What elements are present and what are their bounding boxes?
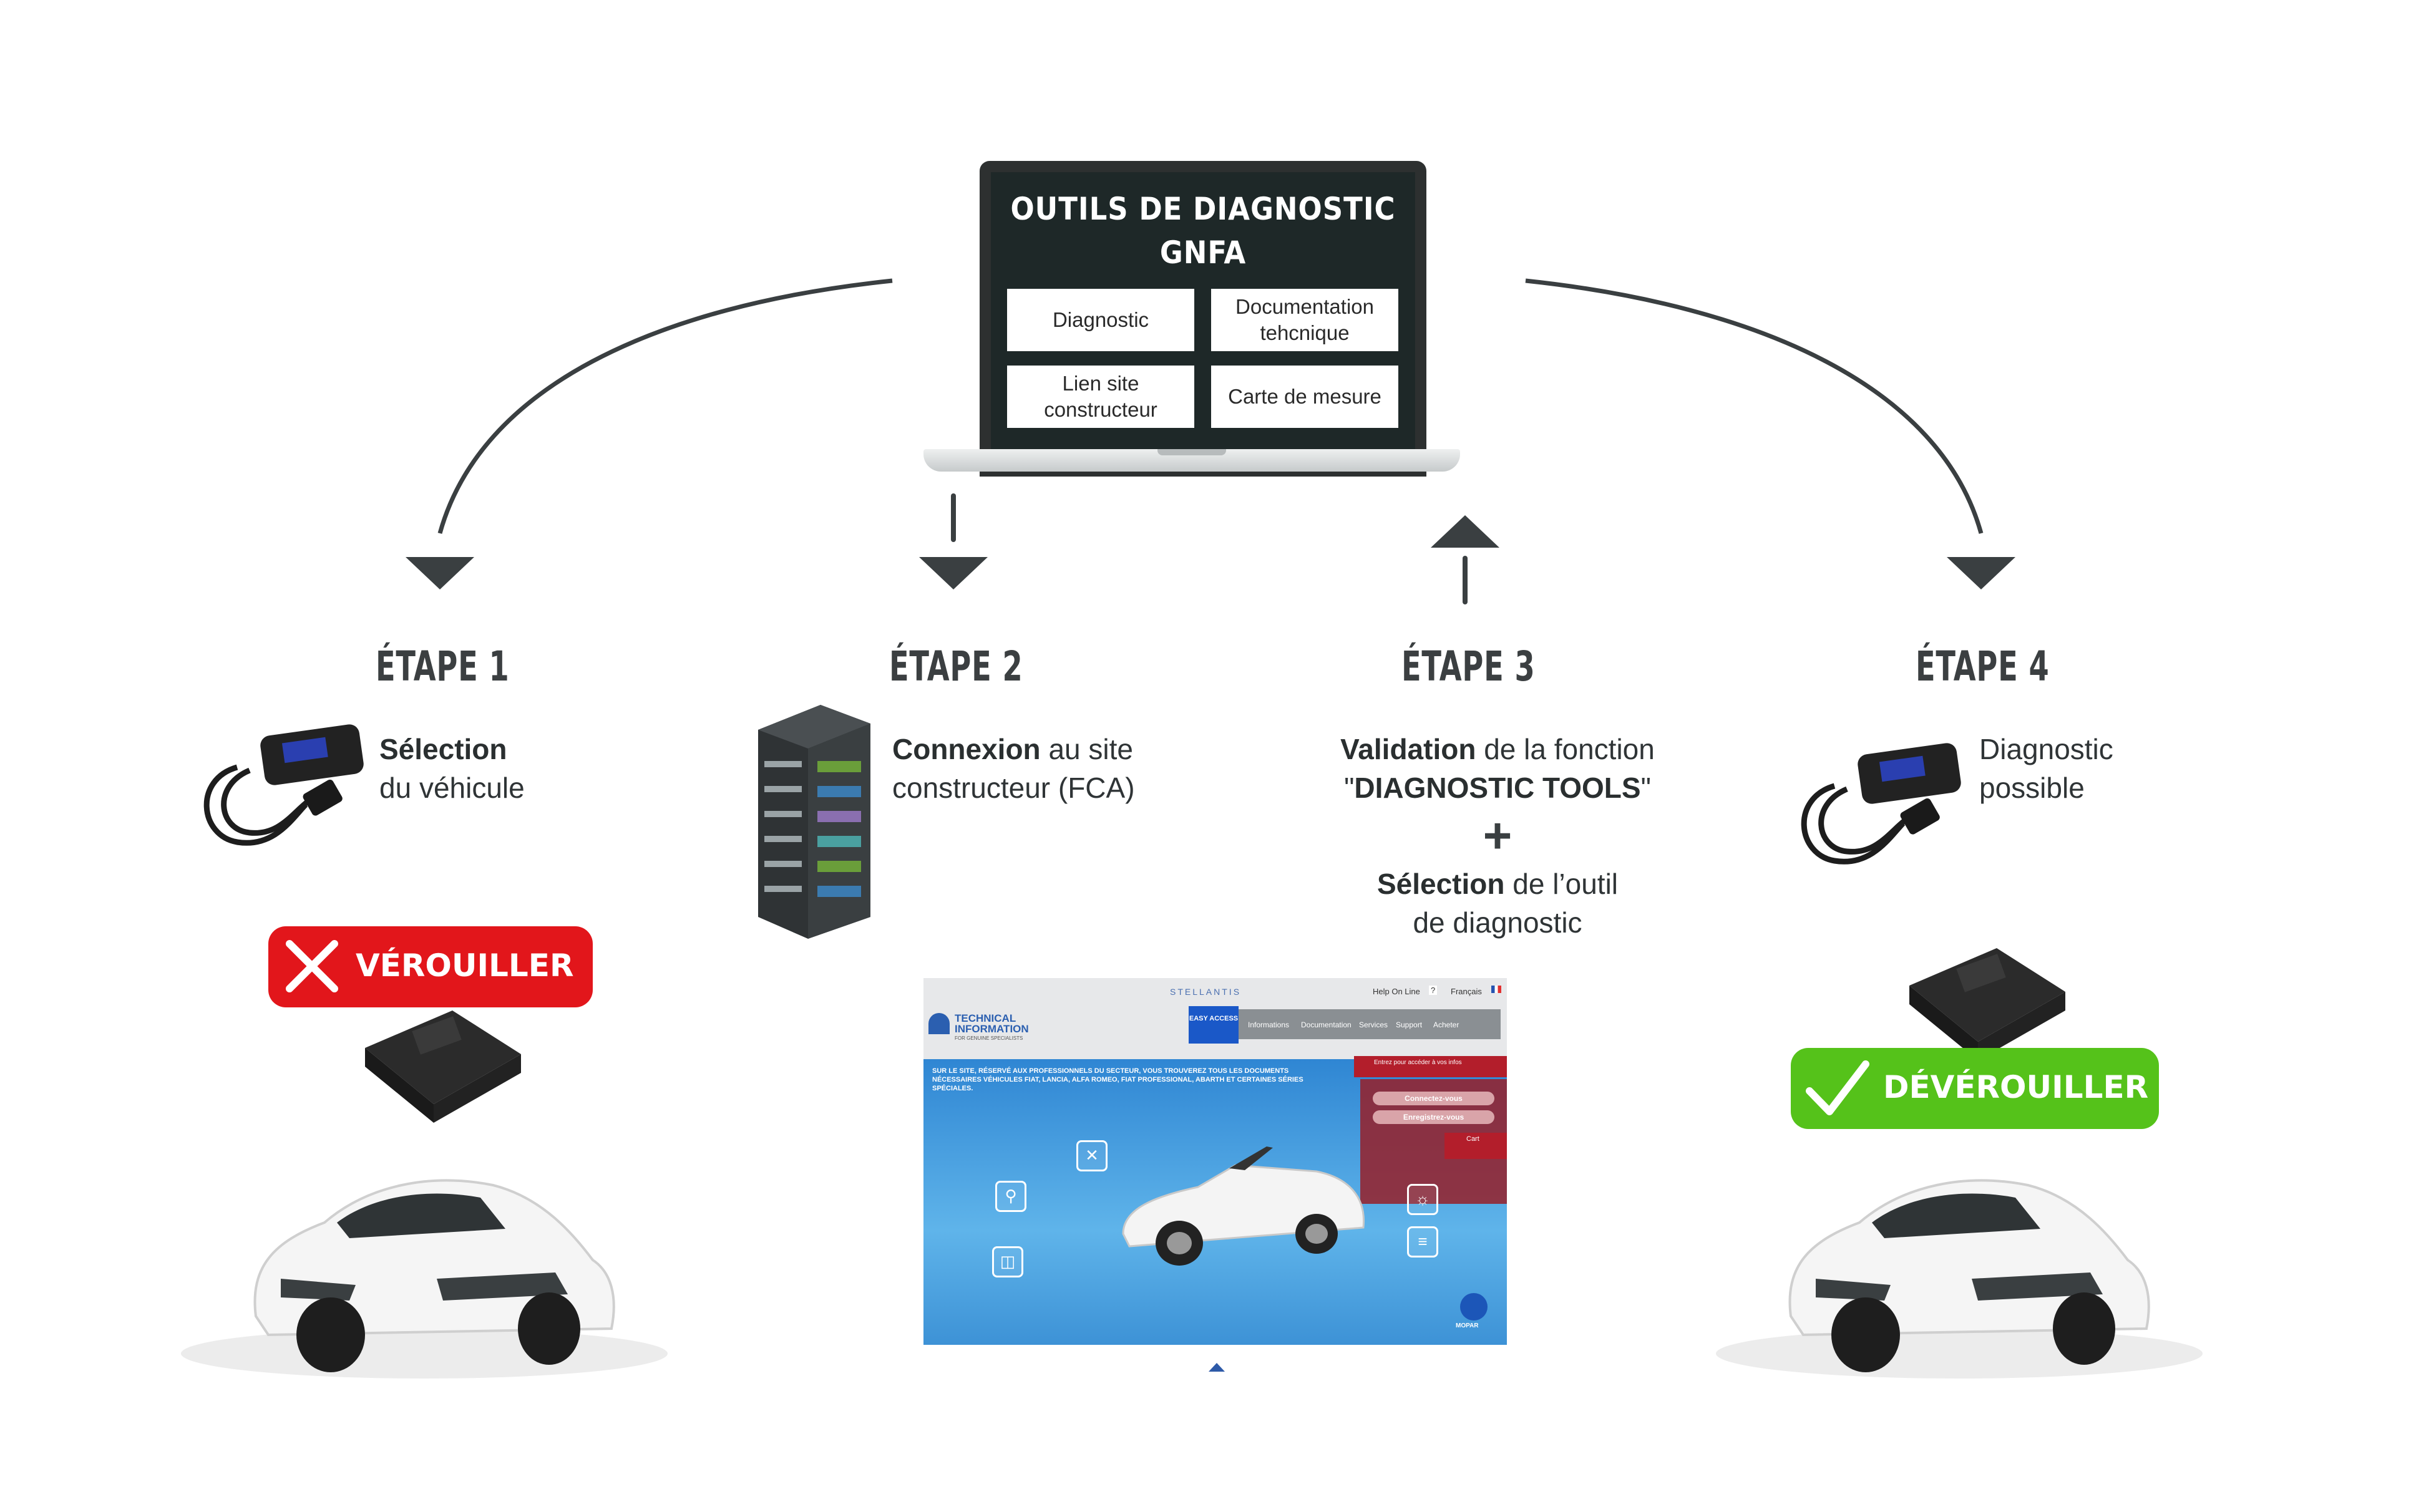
step-3-rest3: de l’outil <box>1504 868 1619 900</box>
document-bubble-icon[interactable]: ≡ <box>1407 1226 1438 1258</box>
nav-acheter[interactable]: Acheter <box>1433 1020 1459 1029</box>
site-logo-line2: INFORMATION <box>955 1023 1029 1035</box>
curve-to-step-1 <box>437 278 893 534</box>
site-header: STELLANTIS Help On Line ? Français TECHN… <box>923 978 1507 1059</box>
laptop-notch <box>1157 449 1226 455</box>
nav-support[interactable]: Support <box>1396 1020 1423 1029</box>
unlocked-label: DÉVÉROUILLER <box>1883 1069 2149 1105</box>
login-prompt-bar <box>1354 1056 1507 1077</box>
step-4-heading: ÉTAPE 4 <box>1916 642 2050 691</box>
mopar-m-logo <box>928 1013 950 1034</box>
arrow-up-step-3 <box>1431 515 1499 548</box>
people-bubble-icon[interactable]: ⚲ <box>995 1181 1026 1212</box>
step-3-bold3: Sélection <box>1376 868 1505 900</box>
step-2-text: Connexion au site constructeur (FCA) <box>892 730 1135 807</box>
scroll-up-icon[interactable] <box>1207 1362 1226 1373</box>
easy-access-button[interactable]: EASY ACCESS <box>1189 1006 1239 1044</box>
step-2-heading: ÉTAPE 2 <box>889 642 1023 691</box>
site-brand: STELLANTIS <box>1170 987 1242 997</box>
site-logo-tag: FOR GENUINE SPECIALISTS <box>955 1035 1023 1041</box>
step-4-line2: possible <box>1979 772 2085 804</box>
arrow-down-step-1 <box>406 557 474 589</box>
tile-diagnostic[interactable]: Diagnostic <box>1007 289 1194 351</box>
step-3-heading: ÉTAPE 3 <box>1401 642 1536 691</box>
ecu-module-icon-1 <box>365 1010 521 1123</box>
site-help-link[interactable]: Help On Line <box>1373 987 1420 996</box>
tile-lien-site[interactable]: Lien site constructeur <box>1007 366 1194 428</box>
tile-documentation[interactable]: Documentation tehcnique <box>1211 289 1398 351</box>
register-button[interactable]: Enregistrez-vous <box>1373 1110 1494 1124</box>
cart-bar <box>1444 1133 1507 1159</box>
cart-label[interactable]: Cart <box>1466 1135 1479 1143</box>
car-image-1 <box>181 1179 668 1379</box>
connect-button[interactable]: Connectez-vous <box>1373 1092 1494 1105</box>
arrow-down-step-4 <box>1947 557 2015 589</box>
nav-documentation[interactable]: Documentation <box>1301 1020 1352 1029</box>
tile-carte-mesure[interactable]: Carte de mesure <box>1211 366 1398 428</box>
help-icon[interactable]: ? <box>1429 986 1438 995</box>
curve-to-step-4 <box>1525 278 1984 534</box>
step-2-rest2: constructeur (FCA) <box>892 772 1135 804</box>
step-1-heading: ÉTAPE 1 <box>376 642 510 691</box>
step-1-text: Sélection du véhicule <box>379 730 525 807</box>
site-intro: SUR LE SITE, RÉSERVÉ AUX PROFESSIONNELS … <box>932 1067 1303 1092</box>
laptop-screen: OUTILS DE DIAGNOSTIC GNFA Diagnostic Doc… <box>980 161 1426 477</box>
step-2-bold: Connexion <box>892 733 1041 765</box>
flag-icon <box>1491 986 1501 993</box>
step-3-text: Validation de la fonction "DIAGNOSTIC TO… <box>1285 730 1710 942</box>
server-rack-icon <box>758 705 870 939</box>
step-2-rest1: au site <box>1040 733 1133 765</box>
step-3-quote-open: " <box>1344 772 1355 804</box>
tools-bubble-icon[interactable]: ✕ <box>1076 1140 1108 1171</box>
step-3-rest1: de la fonction <box>1476 733 1655 765</box>
nav-services[interactable]: Services <box>1359 1020 1388 1029</box>
site-stage: SUR LE SITE, RÉSERVÉ AUX PROFESSIONNELS … <box>923 1056 1507 1345</box>
site-car-image <box>1122 1146 1365 1266</box>
obd-interface-icon-1 <box>203 724 364 846</box>
site-logo-line1: TECHNICAL <box>955 1012 1016 1024</box>
step-3-quote-close: " <box>1640 772 1651 804</box>
laptop-title-line1: OUTILS DE DIAGNOSTIC <box>1010 191 1396 227</box>
nav-informations[interactable]: Informations <box>1248 1020 1290 1029</box>
site-nav-bar <box>1189 1009 1501 1039</box>
mopar-logo <box>1460 1293 1488 1321</box>
step-4-text: Diagnostic possible <box>1979 730 2113 807</box>
locked-badge: VÉROUILLER <box>268 926 593 1007</box>
obd-interface-icon-4 <box>1801 743 1961 865</box>
checkmark-icon <box>1806 1060 1869 1115</box>
bulb-bubble-icon[interactable]: ☼ <box>1407 1184 1438 1215</box>
mopar-label: MOPAR <box>1456 1322 1479 1329</box>
unlocked-badge: DÉVÉROUILLER <box>1791 1048 2159 1129</box>
car-image-4 <box>1716 1179 2203 1379</box>
step-3-plus: + <box>1483 808 1512 863</box>
step-1-bold: Sélection <box>379 733 507 765</box>
arrow-down-step-2 <box>919 557 988 589</box>
ecu-module-icon-4 <box>1909 948 2065 1060</box>
fca-website-screenshot: STELLANTIS Help On Line ? Français TECHN… <box>923 978 1507 1345</box>
step-1-rest: du véhicule <box>379 772 525 804</box>
locked-label: VÉROUILLER <box>356 947 574 984</box>
cross-icon <box>286 940 338 992</box>
laptop-title-line2: GNFA <box>1159 235 1247 271</box>
step-3-bold1: Validation <box>1340 733 1476 765</box>
step-3-rest4: de diagnostic <box>1413 906 1582 939</box>
step-3-bold2: DIAGNOSTIC TOOLS <box>1354 772 1641 804</box>
site-lang[interactable]: Français <box>1451 987 1482 996</box>
car-bubble-icon[interactable]: ◫ <box>992 1246 1023 1277</box>
login-prompt: Entrez pour accéder à vos infos <box>1374 1059 1462 1066</box>
step-4-line1: Diagnostic <box>1979 733 2113 765</box>
